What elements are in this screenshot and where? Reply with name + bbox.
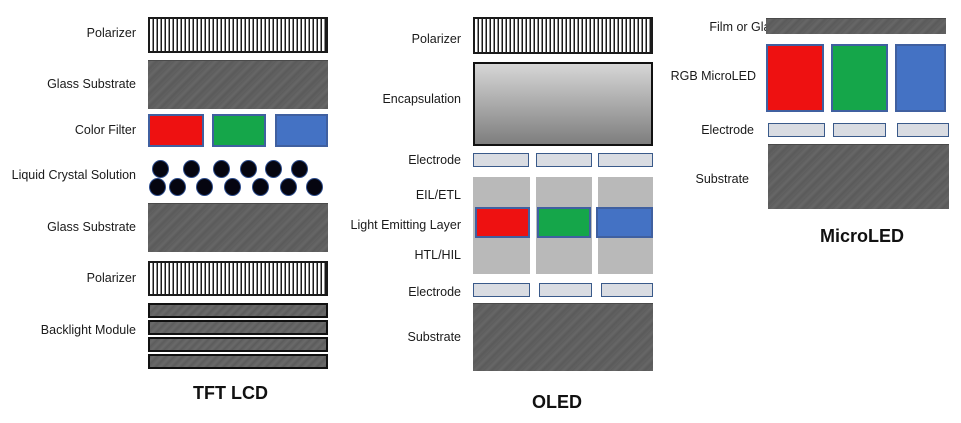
tft-glass-top-label: Glass Substrate: [47, 77, 136, 91]
oled-eil-etl-label: EIL/ETL: [415, 188, 461, 202]
oled-blue-emitter: [596, 207, 653, 238]
tft-green-filter: [212, 114, 266, 147]
microled-green-chip: [831, 44, 888, 112]
oled-encapsulation-layer: [473, 62, 653, 146]
oled-encapsulation-label: Encapsulation: [382, 92, 461, 106]
oled-electrode-bottom-segment: [473, 283, 530, 297]
lc-molecule: [292, 161, 307, 177]
oled-substrate-layer: [473, 303, 653, 371]
lc-molecule: [153, 161, 168, 177]
microled-film-layer: [766, 18, 946, 34]
microled-title: MicroLED: [820, 226, 905, 246]
tft-blue-filter: [275, 114, 328, 147]
backlight-sheet: [148, 303, 328, 318]
lc-molecule: [197, 179, 212, 195]
microled-electrode-segment: [768, 123, 825, 137]
lc-molecule: [266, 161, 281, 177]
oled-polarizer-layer: [473, 17, 653, 54]
tft-lcd-title: TFT LCD: [193, 383, 268, 403]
tft-polarizer-top-layer: [148, 17, 328, 53]
oled-htl-hil-label: HTL/HIL: [414, 248, 461, 262]
microled-substrate-label: Substrate: [695, 172, 749, 186]
tft-red-filter: [148, 114, 204, 147]
lc-molecule: [150, 179, 165, 195]
lc-molecule: [184, 161, 199, 177]
oled-emitting-label: Light Emitting Layer: [350, 218, 461, 232]
lc-molecule: [241, 161, 256, 177]
tft-backlight-label: Backlight Module: [40, 323, 136, 337]
microled-red-chip: [766, 44, 824, 112]
oled-electrode-bottom-label: Electrode: [408, 285, 461, 299]
lc-molecule: [225, 179, 240, 195]
oled-electrode-top-segment: [536, 153, 592, 167]
lc-molecule: [307, 179, 322, 195]
oled-red-emitter: [475, 207, 530, 238]
tft-polarizer-bottom-label: Polarizer: [86, 271, 136, 285]
oled-green-emitter: [537, 207, 591, 238]
microled-electrode-segment: [833, 123, 886, 137]
tft-polarizer-bottom-layer: [148, 261, 328, 296]
tft-glass-bottom-label: Glass Substrate: [47, 220, 136, 234]
microled-rgb-label: RGB MicroLED: [670, 69, 756, 83]
tft-polarizer-top-label: Polarizer: [86, 26, 136, 40]
oled-polarizer-label: Polarizer: [411, 32, 461, 46]
microled-electrode-segment: [897, 123, 949, 137]
lc-molecule: [281, 179, 296, 195]
tft-liquid-crystal-label: Liquid Crystal Solution: [11, 168, 136, 182]
microled-electrode-label: Electrode: [701, 123, 754, 137]
tft-glass-bottom-layer: [148, 203, 328, 252]
backlight-sheet: [148, 354, 328, 369]
oled-substrate-label: Substrate: [407, 330, 461, 344]
tft-glass-top-layer: [148, 60, 328, 109]
oled-electrode-bottom-segment: [601, 283, 653, 297]
lc-molecule: [170, 179, 185, 195]
oled-electrode-top-segment: [473, 153, 529, 167]
lc-molecule: [253, 179, 268, 195]
microled-blue-chip: [895, 44, 946, 112]
tft-color-filter-label: Color Filter: [74, 123, 136, 137]
backlight-sheet: [148, 320, 328, 335]
lc-molecule: [214, 161, 229, 177]
oled-electrode-bottom-segment: [539, 283, 592, 297]
microled-film-label: Film or Glass: [709, 20, 783, 34]
microled-substrate-layer: [768, 144, 949, 209]
backlight-sheet: [148, 337, 328, 352]
oled-title: OLED: [532, 392, 583, 412]
oled-electrode-top-segment: [598, 153, 653, 167]
oled-electrode-top-label: Electrode: [408, 153, 461, 167]
